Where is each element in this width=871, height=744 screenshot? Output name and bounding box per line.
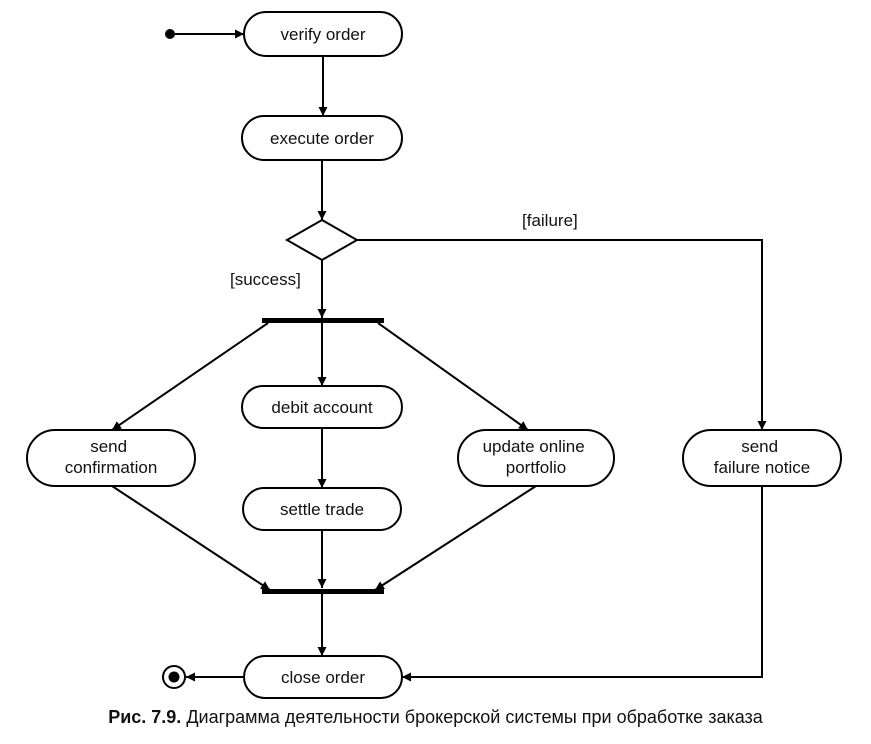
- node-execute-order: execute order: [241, 115, 403, 161]
- edge-fork-to-send-confirmation: [111, 322, 269, 431]
- initial-node: [165, 29, 175, 39]
- guard-success: [success]: [230, 270, 301, 289]
- node-verify-order-label: verify order: [280, 25, 365, 44]
- edge-confirmation-to-join: [111, 485, 271, 591]
- node-update-portfolio-line1: update online: [483, 437, 585, 456]
- node-settle-trade-label: settle trade: [280, 500, 364, 519]
- node-update-online-portfolio-label: update online portfolio: [483, 437, 590, 477]
- node-send-failure-notice: send failure notice: [682, 429, 842, 487]
- guard-failure: [failure]: [522, 211, 578, 230]
- decision-node: [284, 218, 360, 262]
- node-update-portfolio-line2: portfolio: [506, 458, 566, 477]
- activity-diagram: verify order execute order [failure] [su…: [26, 11, 842, 699]
- fork-bar: [262, 318, 384, 323]
- node-verify-order: verify order: [243, 11, 403, 57]
- node-failure-notice-line1: send: [741, 437, 778, 456]
- node-settle-trade: settle trade: [242, 487, 402, 531]
- node-send-failure-notice-label: send failure notice: [714, 437, 810, 477]
- edge-decision-to-failure-notice: [357, 239, 767, 430]
- node-close-order: close order: [243, 655, 403, 699]
- node-debit-account: debit account: [241, 385, 403, 429]
- figure-caption-text: Диаграмма деятельности брокерской систем…: [186, 707, 763, 727]
- node-debit-account-label: debit account: [271, 398, 372, 417]
- node-send-confirmation-line2: confirmation: [65, 458, 158, 477]
- node-update-online-portfolio: update online portfolio: [457, 429, 615, 487]
- join-bar: [262, 589, 384, 594]
- edge-failure-notice-to-close: [402, 486, 763, 682]
- edge-portfolio-to-join: [374, 485, 537, 591]
- node-close-order-label: close order: [281, 668, 365, 687]
- edge-fork-to-update-portfolio: [377, 322, 529, 431]
- figure-caption: Рис. 7.9. Диаграмма деятельности брокерс…: [0, 707, 871, 728]
- node-send-confirmation: send confirmation: [26, 429, 196, 487]
- node-failure-notice-line2: failure notice: [714, 458, 810, 477]
- node-send-confirmation-line1: send: [90, 437, 127, 456]
- node-execute-order-label: execute order: [270, 129, 374, 148]
- final-node: [162, 665, 186, 689]
- figure-caption-label: Рис. 7.9.: [108, 707, 182, 727]
- node-send-confirmation-label: send confirmation: [65, 437, 158, 477]
